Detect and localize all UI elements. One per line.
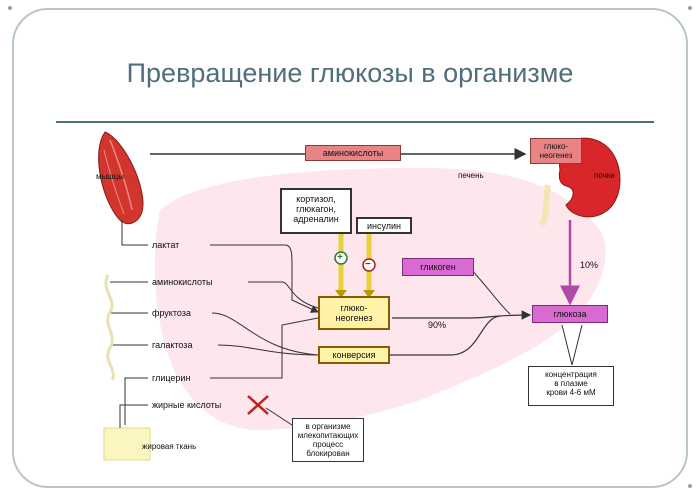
lactate-label: лактат <box>152 240 180 250</box>
liver-label: печень <box>458 171 484 180</box>
kidneys-label: почки <box>594 171 615 180</box>
percent-90-label: 90% <box>428 320 447 330</box>
muscle-label: мышцы <box>96 172 124 181</box>
aminoacids-label: аминокислоты <box>152 277 213 287</box>
fatty-acids-label: жирные кислоты <box>152 400 222 410</box>
galactose-label: галактоза <box>152 340 193 350</box>
liver-gluconeogenesis-box: глюко- неогенез <box>318 296 390 330</box>
muscle-shape <box>98 131 144 225</box>
blocked-process-note: в организме млекопитающих процесс блокир… <box>292 418 364 462</box>
percent-10-label: 10% <box>580 260 599 270</box>
fructose-label: фруктоза <box>152 308 191 318</box>
adipose-label: жировая ткань <box>142 442 197 451</box>
glycogen-box: гликоген <box>402 258 474 276</box>
minus-sign: − <box>365 259 371 270</box>
kidney-gluconeogenesis-box: глюко- неогенез <box>530 138 582 164</box>
adipose-tissue <box>103 427 151 461</box>
plus-sign: + <box>337 252 343 263</box>
corner-dot <box>688 6 692 10</box>
hormones-box: кортизол, глюкагон, адреналин <box>280 188 352 234</box>
aminoacids-top-box: аминокислоты <box>305 145 401 161</box>
glucose-box: глюкоза <box>532 305 608 323</box>
corner-dot <box>688 484 692 488</box>
title-divider <box>56 121 654 123</box>
blood-concentration-note: концентрация в плазме крови 4-6 мМ <box>528 366 614 406</box>
slide-title: Превращение глюкозы в организме <box>126 58 574 88</box>
conversion-box: конверсия <box>318 346 390 364</box>
insulin-box: инсулин <box>356 217 412 234</box>
glycerol-label: глицерин <box>152 373 191 383</box>
corner-dot <box>8 6 12 10</box>
